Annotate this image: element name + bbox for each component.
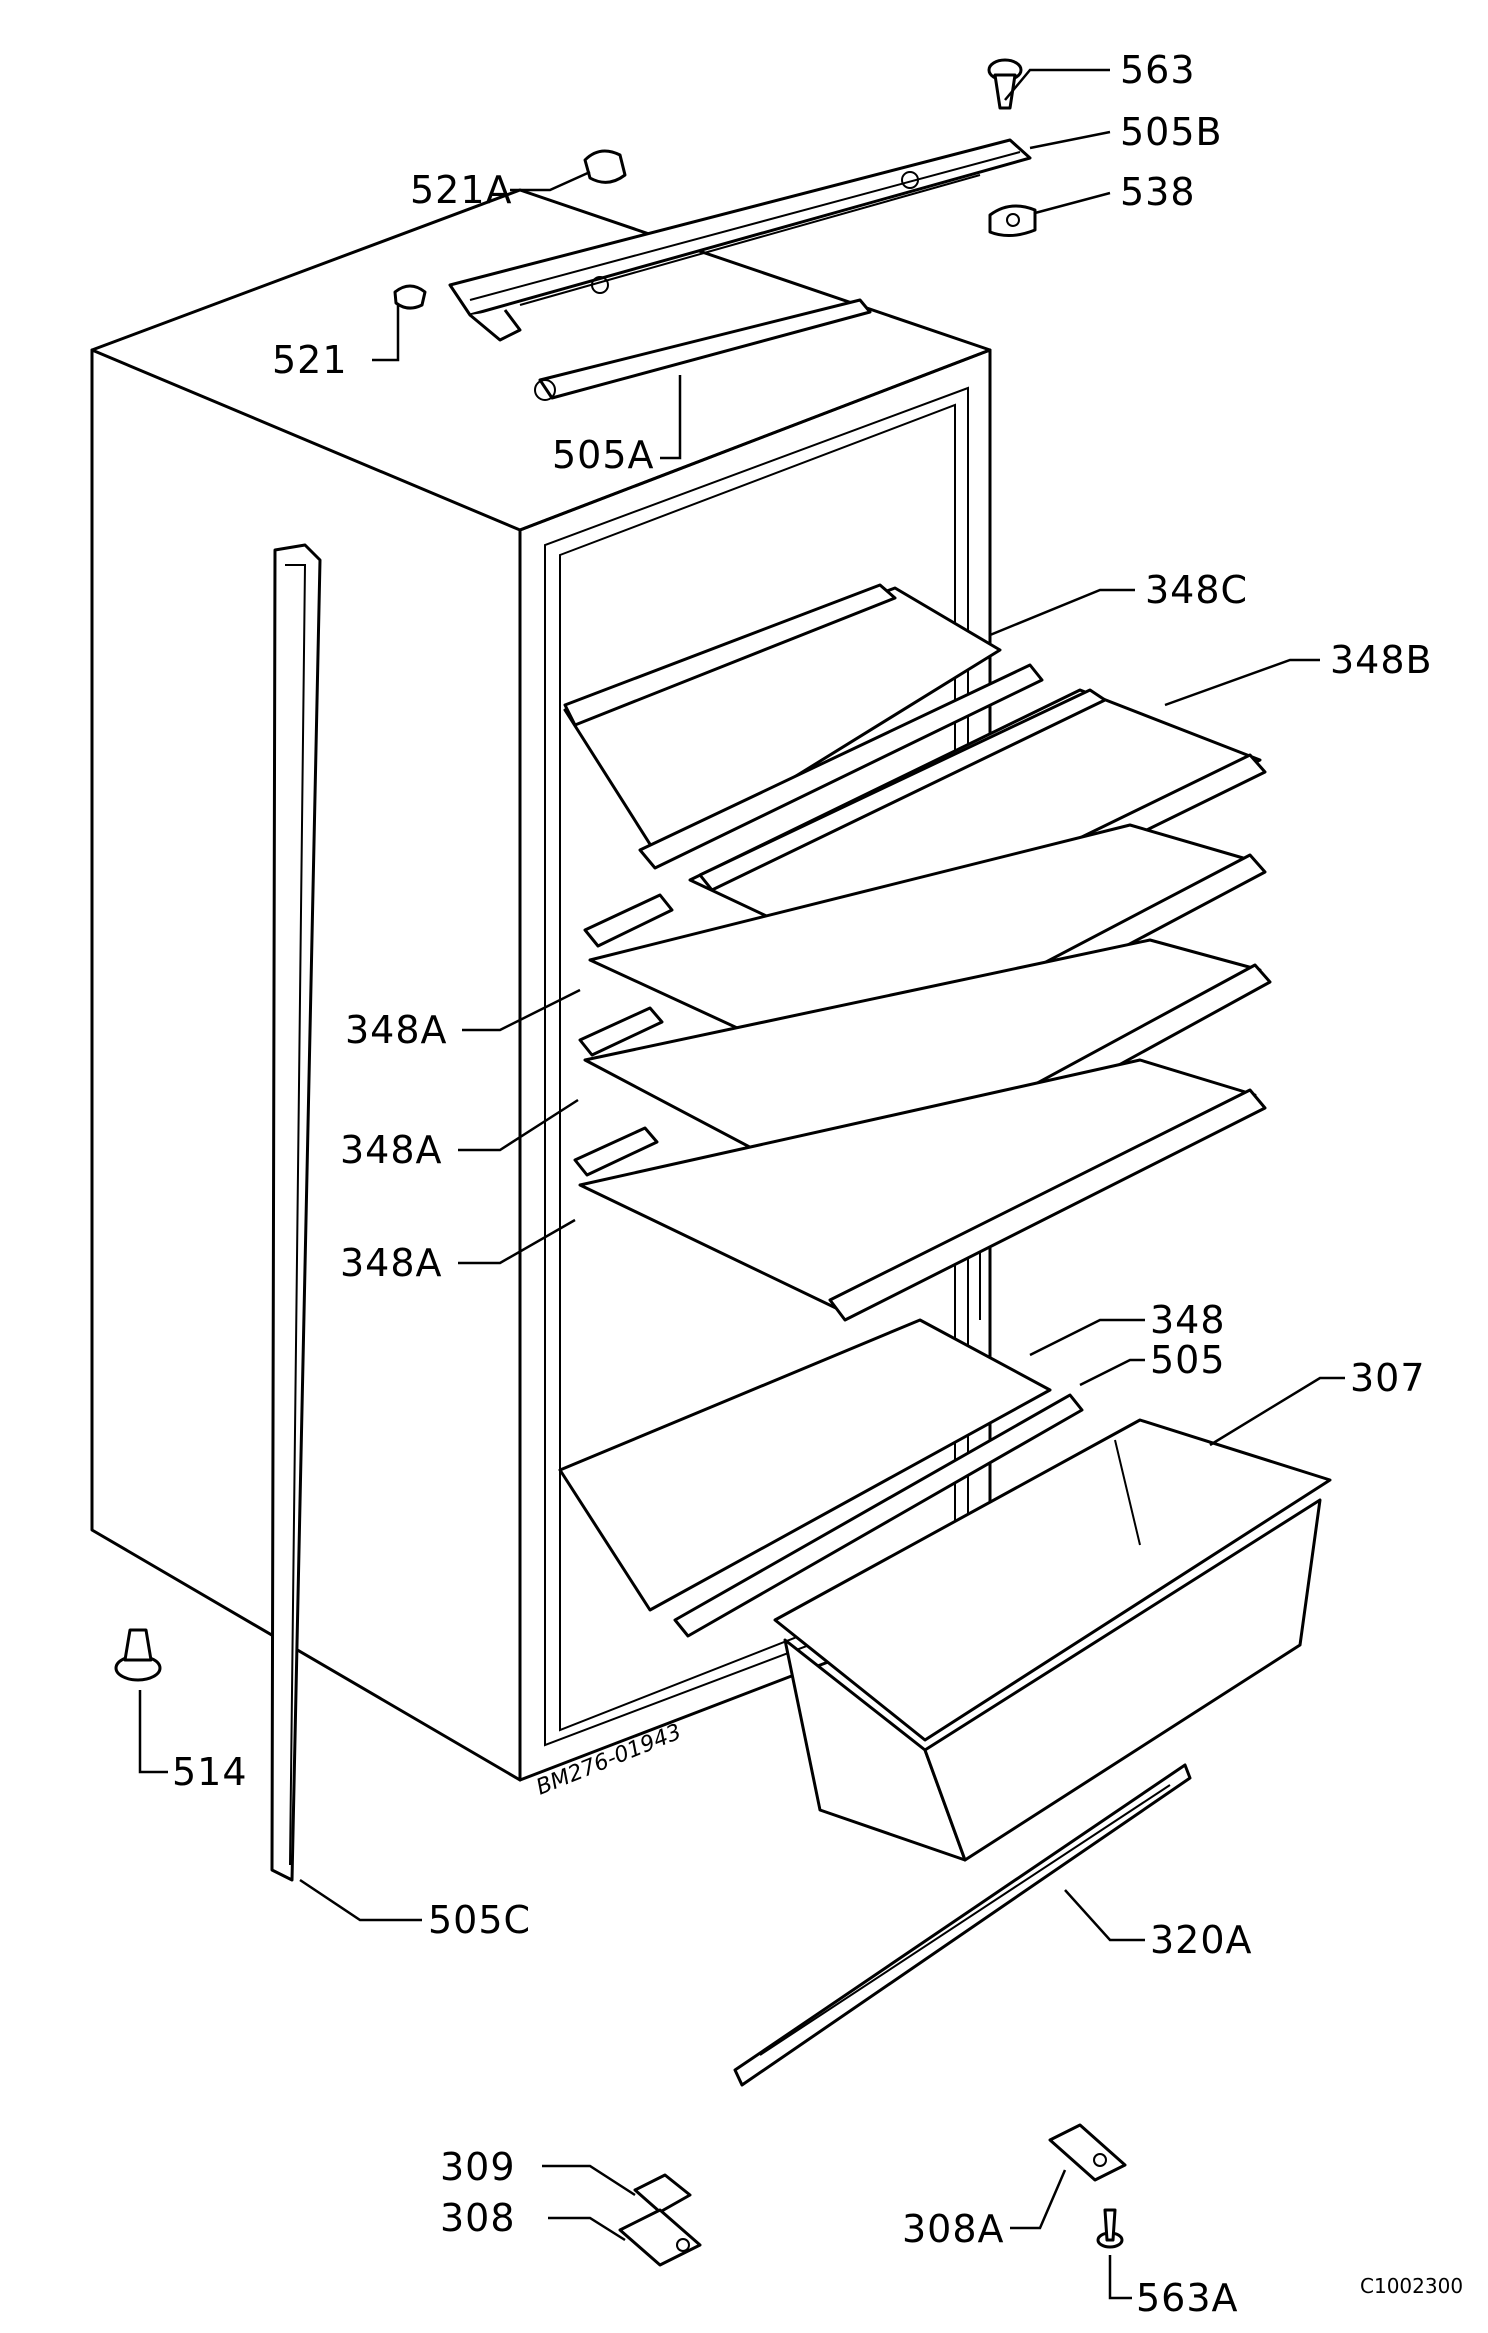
bracket-308 [618,2208,702,2267]
callout-308a: 308A [902,2207,1005,2251]
shelf-348-bottom [558,1318,1084,1638]
callout-348a-lower: 348A [340,1241,443,1285]
callout-348: 348 [1150,1298,1226,1342]
bracket-308a [1048,2123,1127,2182]
callout-320a: 320A [1150,1918,1253,1962]
crisper-drawer-307 [773,1418,1332,1862]
callout-308: 308 [440,2196,516,2240]
shelf-348a-lower [573,1058,1267,1322]
callout-307: 307 [1350,1356,1426,1400]
callout-348c: 348C [1145,568,1248,612]
callout-348b: 348B [1330,638,1433,682]
seal-strip-505a [534,298,872,401]
rail-320a [733,1763,1192,2087]
callout-538: 538 [1120,170,1196,214]
shelf-348c [563,583,1044,870]
callout-505: 505 [1150,1338,1226,1382]
door-seal-505c [270,543,322,1882]
callout-514: 514 [172,1750,248,1794]
foot-514 [114,1628,162,1682]
hinge-bar-505b [448,138,1032,342]
callout-348a-upper: 348A [345,1008,448,1052]
screw-563a [1096,2208,1124,2249]
cap-521 [393,284,427,310]
callout-521: 521 [272,338,348,382]
callout-348a-middle: 348A [340,1128,443,1172]
drawing-stamp: BM276-01943 [533,1720,685,1801]
callout-505c: 505C [428,1898,531,1942]
callout-563: 563 [1120,48,1196,92]
drawing-code: C1002300 [1360,2274,1463,2298]
cover-309 [633,2173,692,2214]
cap-521a [583,149,627,184]
callout-505a: 505A [552,433,655,477]
hinge-538 [988,204,1037,237]
callout-309: 309 [440,2145,516,2189]
callout-505b: 505B [1120,110,1223,154]
screw-563 [987,58,1023,110]
callout-521a: 521A [410,168,513,212]
leader-lines [138,68,1345,2300]
callout-563a: 563A [1136,2276,1239,2320]
